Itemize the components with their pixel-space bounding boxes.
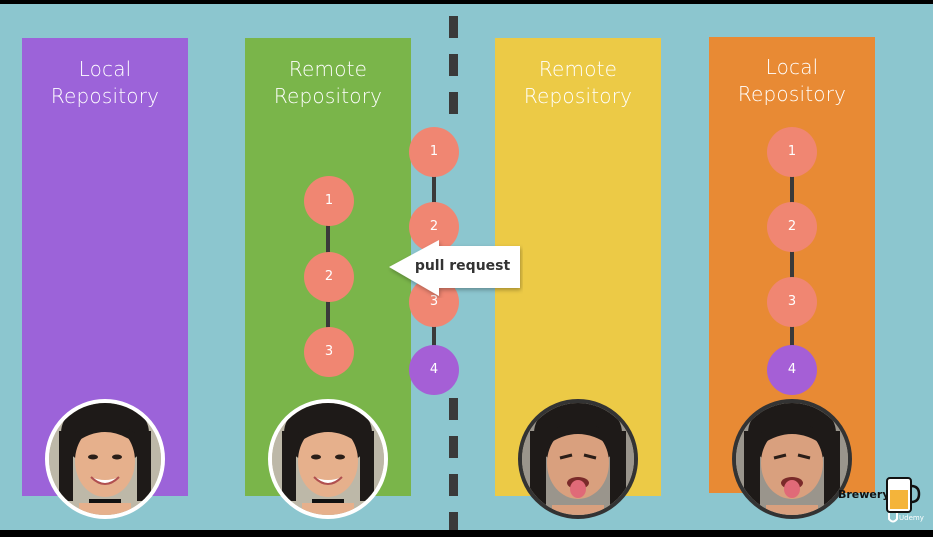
column-title-line1: Remote (288, 57, 368, 81)
avatar-tongue-out (518, 399, 638, 519)
commit-link (790, 250, 794, 280)
avatar-smiling (268, 399, 388, 519)
column-title-line2: Repository (523, 84, 633, 108)
column-title-line2: Repository (50, 84, 160, 108)
udemy-u-icon (888, 513, 898, 523)
column-title: Local Repository (22, 56, 188, 110)
divider-dash (449, 54, 458, 76)
beer-mug-icon (886, 477, 921, 513)
local-repository-left: Local Repository (22, 38, 188, 496)
commit-node: 2 (304, 252, 354, 302)
commit-node: 1 (767, 127, 817, 177)
commit-link (432, 325, 436, 350)
column-title-line2: Repository (737, 82, 847, 106)
brand-subtitle: Udemy (899, 514, 924, 522)
column-title: Local Repository (709, 54, 875, 108)
new-commit-node: 4 (409, 345, 459, 395)
column-title-line1: Remote (538, 57, 618, 81)
column-title-line2: Repository (273, 84, 383, 108)
new-commit-node: 4 (767, 345, 817, 395)
divider-dash (449, 436, 458, 458)
divider-dash (449, 474, 458, 496)
column-title: Remote Repository (245, 56, 411, 110)
commit-node: 1 (304, 176, 354, 226)
commit-link (432, 174, 436, 206)
local-repository-right: Local Repository (709, 37, 875, 493)
pull-request-label: pull request (414, 258, 511, 274)
divider-dash (449, 16, 458, 38)
column-title: Remote Repository (495, 56, 661, 110)
commit-node: 3 (767, 277, 817, 327)
column-title-line1: Local (765, 55, 819, 79)
left-arrow-icon (389, 240, 520, 296)
divider-dash (449, 92, 458, 114)
commit-link (790, 325, 794, 350)
commit-node: 2 (409, 202, 459, 252)
divider-dash (449, 398, 458, 420)
commit-link (326, 300, 330, 330)
avatar-smiling (45, 399, 165, 519)
commit-node: 2 (767, 202, 817, 252)
commit-link (790, 174, 794, 204)
divider-dash (449, 512, 458, 530)
avatar-tongue-out (732, 399, 852, 519)
commit-node: 3 (304, 327, 354, 377)
brand-name: Brewery (838, 488, 890, 501)
column-title-line1: Local (78, 57, 132, 81)
commit-node: 1 (409, 127, 459, 177)
commit-link (326, 224, 330, 254)
